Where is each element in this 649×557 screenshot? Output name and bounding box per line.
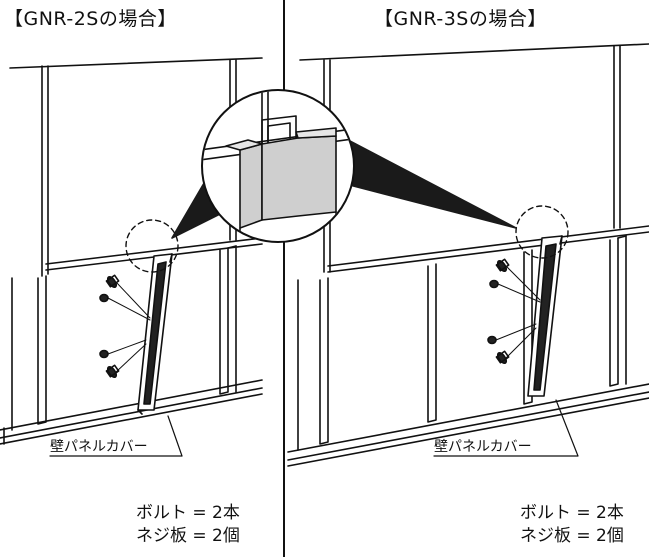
right-shed-structure [287,43,649,467]
left-bolt-count: ボルト = 2本 [136,503,240,523]
left-fasteners [99,274,151,379]
left-detail-circle [125,219,179,273]
left-label-leader [49,415,183,457]
left-part-label: 壁パネルカバー [50,439,148,455]
zoom-detail [201,89,355,243]
right-detail-circle [515,205,569,259]
right-wall-panel-cover [527,235,563,397]
right-plate-count: ネジ板 = 2個 [520,526,624,546]
left-plate-count: ネジ板 = 2個 [136,526,240,546]
right-label-leader [433,399,579,457]
right-part-label: 壁パネルカバー [434,439,532,455]
right-fasteners [487,258,541,365]
left-wall-panel-cover [137,253,173,415]
right-bolt-count: ボルト = 2本 [520,503,624,523]
left-title: 【GNR-2Sの場合】 [4,8,177,30]
right-title: 【GNR-3Sの場合】 [374,8,547,30]
right-zoom-wedge [337,139,517,229]
